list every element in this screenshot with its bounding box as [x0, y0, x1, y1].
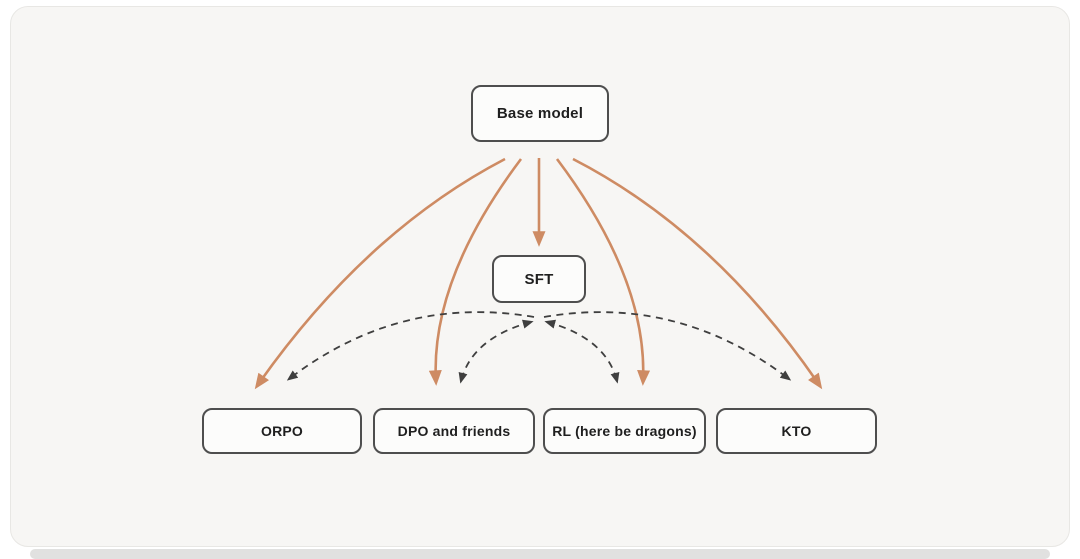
node-label-dpo-and-friends: DPO and friends [397, 423, 511, 439]
next-card-top-edge [30, 549, 1050, 559]
edge-sft-dpo-bidirectional [458, 319, 534, 384]
node-orpo: ORPO [202, 408, 362, 454]
node-label-rl-here-be-dragons: RL (here be dragons) [552, 423, 697, 439]
node-base-model: Base model [471, 85, 609, 142]
edge-base-orpo [254, 157, 506, 390]
node-label-kto: KTO [781, 423, 812, 439]
edge-base-dpo [428, 158, 523, 386]
edge-sft-orpo [286, 311, 535, 381]
node-kto: KTO [716, 408, 877, 454]
edge-sft-rl-bidirectional [544, 319, 620, 384]
node-sft: SFT [492, 255, 586, 303]
edge-sft-kto [543, 311, 792, 381]
node-label-orpo: ORPO [260, 423, 304, 439]
node-rl-here-be-dragons: RL (here be dragons) [543, 408, 706, 454]
node-label-base-model: Base model [496, 105, 584, 122]
edge-base-rl [555, 158, 651, 386]
node-dpo-and-friends: DPO and friends [373, 408, 535, 454]
edge-base-kto [572, 157, 823, 390]
node-label-sft: SFT [524, 270, 554, 288]
